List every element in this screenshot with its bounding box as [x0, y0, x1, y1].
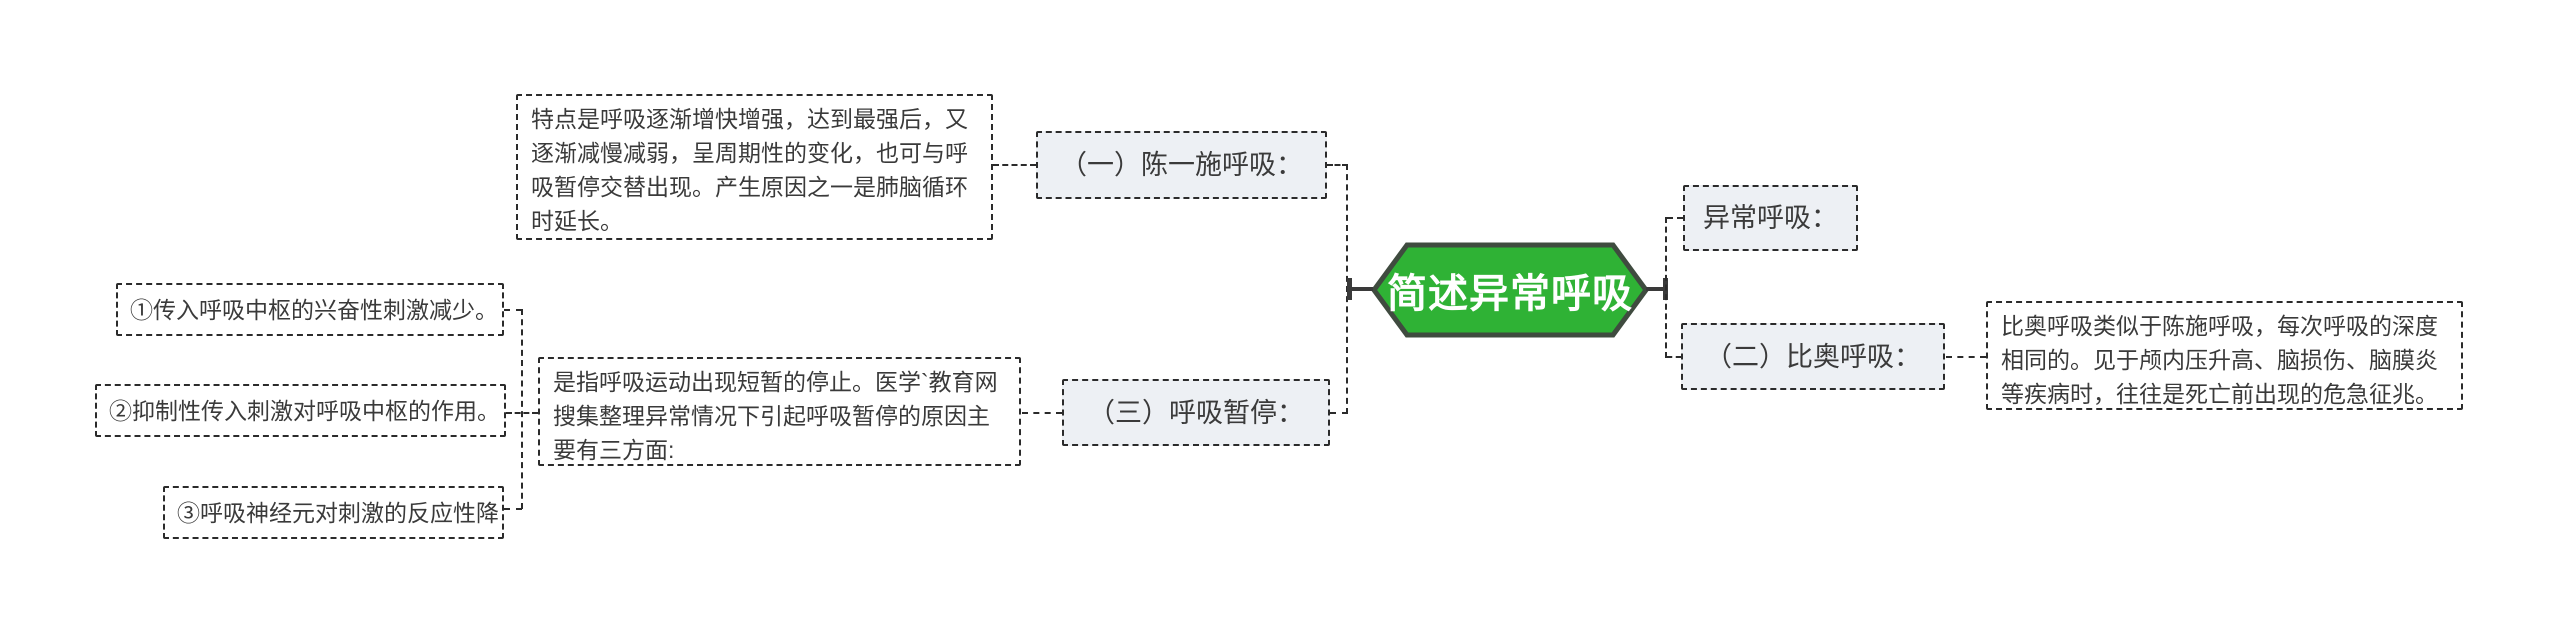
connector-trunk-to-yichang [1667, 217, 1683, 219]
node-reason-2[interactable]: ②抑制性传入刺激对呼吸中枢的作用。 [95, 384, 506, 437]
connector-biao-to-desc [1946, 356, 1986, 358]
root-node-label: 简述异常呼吸 [1387, 272, 1633, 316]
node-reason-3[interactable]: ③呼吸神经元对刺激的反应性降 [163, 486, 504, 539]
connector-chenyishi-to-trunk [1327, 164, 1348, 166]
root-right-stem [1646, 287, 1667, 291]
connector-zantingdesc-to-zanting [1022, 412, 1062, 414]
connector-reason1-to-trunk [504, 309, 522, 311]
reason-3-text: ③呼吸神经元对刺激的反应性降 [177, 499, 499, 526]
node-reason-1[interactable]: ①传入呼吸中枢的兴奋性刺激减少。 [116, 283, 504, 336]
root-left-stem-tick [1347, 278, 1352, 300]
node-zanting[interactable]: （三）呼吸暂停： [1062, 379, 1330, 446]
zanting-description-text: 是指呼吸运动出现短暂的停止。医学`教育网搜集整理异常情况下引起呼吸暂停的原因主要… [553, 369, 998, 463]
connector-reasons-trunk [521, 309, 523, 509]
connector-reason3-to-trunk [504, 508, 522, 510]
node-chenyishi[interactable]: （一）陈一施呼吸： [1036, 131, 1327, 199]
node-biao-description[interactable]: 比奥呼吸类似于陈施呼吸，每次呼吸的深度相同的。见于颅内压升高、脑损伤、脑膜炎等疾… [1986, 301, 2463, 410]
connector-zanting-to-trunk [1330, 412, 1348, 414]
reason-1-text: ①传入呼吸中枢的兴奋性刺激减少。 [130, 296, 498, 323]
chenyishi-description-text: 特点是呼吸逐渐增快增强，达到最强后，又逐渐减慢减弱，呈周期性的变化，也可与呼吸暂… [531, 106, 968, 234]
root-node[interactable]: 简述异常呼吸 [1371, 242, 1649, 338]
chenyishi-label: （一）陈一施呼吸： [1060, 150, 1303, 180]
node-biao[interactable]: （二）比奥呼吸： [1681, 323, 1945, 390]
zanting-label: （三）呼吸暂停： [1088, 397, 1304, 428]
reason-2-text: ②抑制性传入刺激对呼吸中枢的作用。 [109, 397, 500, 424]
biao-description-text: 比奥呼吸类似于陈施呼吸，每次呼吸的深度相同的。见于颅内压升高、脑损伤、脑膜炎等疾… [2001, 313, 2438, 407]
root-left-stem [1351, 287, 1373, 291]
connector-trunk-to-biao [1667, 356, 1681, 358]
connector-desc-to-chenyishi [993, 164, 1036, 166]
connector-reason2-to-desc [506, 412, 538, 414]
yichang-label: 异常呼吸： [1703, 203, 1838, 233]
node-chenyishi-description[interactable]: 特点是呼吸逐渐增快增强，达到最强后，又逐渐减慢减弱，呈周期性的变化，也可与呼吸暂… [516, 94, 993, 240]
node-yichang[interactable]: 异常呼吸： [1683, 185, 1858, 251]
node-zanting-description[interactable]: 是指呼吸运动出现短暂的停止。医学`教育网搜集整理异常情况下引起呼吸暂停的原因主要… [538, 357, 1021, 466]
connector-right-trunk [1665, 217, 1667, 358]
biao-label: （二）比奥呼吸： [1705, 341, 1921, 372]
